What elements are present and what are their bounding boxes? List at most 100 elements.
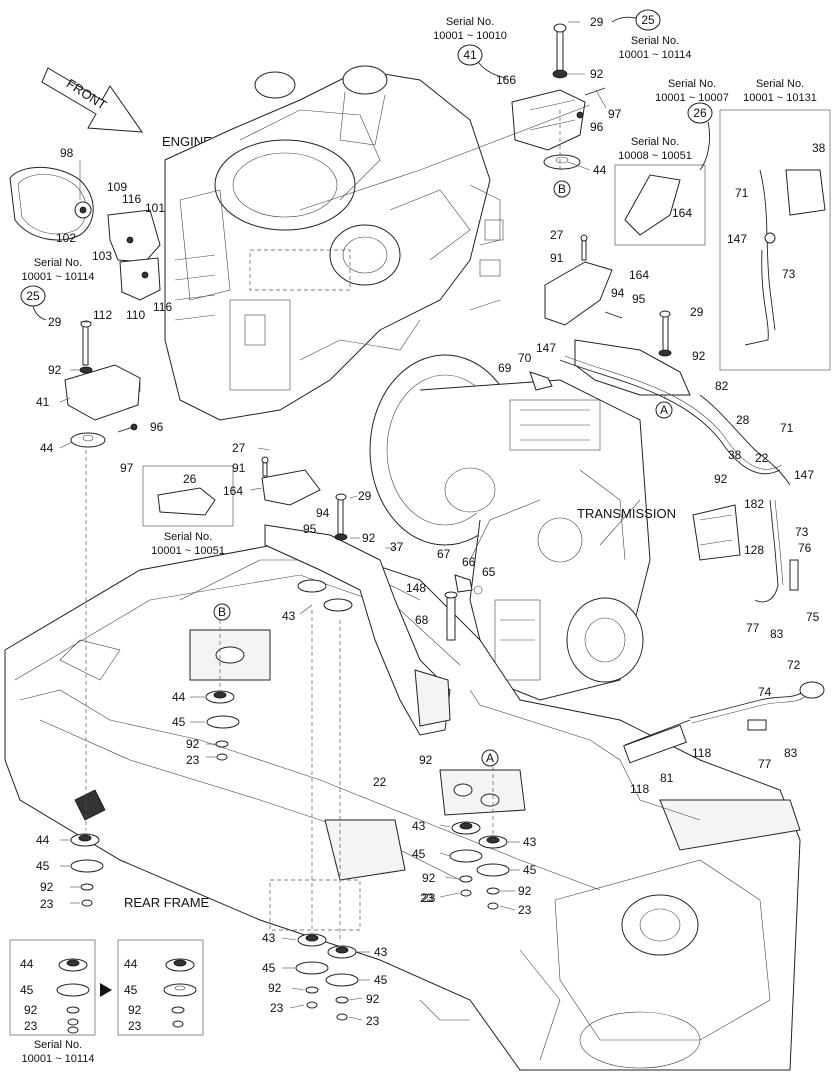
serial-note-3: Serial No. 10001 ~ 10007 <box>655 78 729 104</box>
callout: 116 <box>122 192 141 206</box>
callout: 103 <box>92 249 112 263</box>
callout: 95 <box>303 522 317 536</box>
callout: 164 <box>672 206 692 220</box>
ref-circle-41: 41 <box>457 44 507 79</box>
callout: 44 <box>172 690 186 704</box>
callout: 70 <box>518 351 532 365</box>
callout: 74 <box>758 685 772 699</box>
engine-drawing <box>164 65 504 421</box>
callout: 23 <box>366 1014 380 1028</box>
callout: 92 <box>366 992 380 1006</box>
callout: 148 <box>406 581 426 595</box>
callout: 128 <box>744 543 764 557</box>
callout: 23 <box>270 1001 284 1015</box>
arrow-icon <box>100 983 112 997</box>
callout: 83 <box>784 746 798 760</box>
svg-text:25: 25 <box>26 289 40 303</box>
callout: 112 <box>93 308 112 322</box>
callout: 92 <box>692 349 706 363</box>
leader-lines <box>85 104 666 940</box>
callout: 45 <box>124 983 138 997</box>
callout: 22 <box>755 451 769 465</box>
callout: 164 <box>223 484 243 498</box>
callout: 45 <box>20 983 34 997</box>
breather-pipe <box>623 681 825 764</box>
callout-leaders <box>59 21 607 1021</box>
callout: 23 <box>186 753 200 767</box>
callout: 92 <box>268 981 282 995</box>
callout: 109 <box>107 180 127 194</box>
svg-text:Serial No.: Serial No. <box>164 531 212 543</box>
callout: 45 <box>262 961 276 975</box>
callout: 147 <box>727 232 747 246</box>
callout: 81 <box>660 771 674 785</box>
callout: 92 <box>40 880 54 894</box>
callout: 118 <box>630 782 649 796</box>
callout: 44 <box>593 163 607 177</box>
isolator-stack-left <box>70 690 240 907</box>
inset-new-stack <box>117 939 204 1036</box>
callout: 38 <box>812 141 826 155</box>
svg-text:B: B <box>558 182 566 196</box>
callout: 166 <box>496 73 516 87</box>
callout: 69 <box>498 361 512 375</box>
serial-note-4: Serial No. 10001 ~ 10131 <box>743 78 817 104</box>
callout: 29 <box>690 305 704 319</box>
callout: 45 <box>172 715 186 729</box>
callout: 45 <box>412 847 426 861</box>
engine-mount-left <box>64 320 141 448</box>
callout: 27 <box>550 228 564 242</box>
view-marker-b-top: B <box>553 180 571 198</box>
view-marker-b-frame: B <box>213 603 231 621</box>
transmission-drawing <box>369 354 651 701</box>
callout: 77 <box>746 621 760 635</box>
isolator-stack-center <box>449 821 510 910</box>
svg-text:B: B <box>218 605 226 619</box>
svg-text:41: 41 <box>463 48 477 62</box>
callout: 43 <box>262 931 276 945</box>
callout: 27 <box>232 441 246 455</box>
callout: 45 <box>36 859 50 873</box>
svg-text:A: A <box>486 751 494 765</box>
svg-text:10008 ~ 10051: 10008 ~ 10051 <box>618 150 692 162</box>
callout: 45 <box>374 973 388 987</box>
callout: 23 <box>128 1019 142 1033</box>
callout: 43 <box>282 609 296 623</box>
svg-text:Serial No.: Serial No. <box>631 136 679 148</box>
callout: 66 <box>462 555 476 569</box>
svg-text:A: A <box>660 403 668 417</box>
mount-26-inset <box>142 465 234 527</box>
tall-mount-bracket <box>261 456 451 736</box>
callout: 68 <box>415 613 429 627</box>
callout: 37 <box>390 540 404 554</box>
callout: 44 <box>124 957 138 971</box>
callout: 72 <box>787 658 801 672</box>
callout: 92 <box>590 67 604 81</box>
callout: 44 <box>40 441 54 455</box>
front-arrow: FRONT <box>41 67 144 133</box>
callout: 23 <box>420 891 434 905</box>
callout: 23 <box>40 897 54 911</box>
callout: 97 <box>120 461 134 475</box>
transmission-label: TRANSMISSION <box>577 506 676 521</box>
callout: 92 <box>128 1003 142 1017</box>
callout: 44 <box>20 957 34 971</box>
callout: 22 <box>373 775 387 789</box>
callout: 23 <box>518 903 532 917</box>
callout: 94 <box>611 286 625 300</box>
svg-text:Serial No.: Serial No. <box>756 78 804 90</box>
svg-text:10001 ~ 10114: 10001 ~ 10114 <box>619 49 692 61</box>
callout: 164 <box>629 268 649 282</box>
callout: 147 <box>536 341 556 355</box>
svg-text:Serial No.: Serial No. <box>631 35 679 47</box>
callout: 28 <box>736 413 750 427</box>
serial-note-1: Serial No. 10001 ~ 10010 <box>433 16 507 42</box>
callout: 71 <box>735 186 749 200</box>
callout: 182 <box>744 497 764 511</box>
callout: 92 <box>714 472 728 486</box>
callout: 92 <box>422 871 436 885</box>
callout: 91 <box>550 251 564 265</box>
callout: 92 <box>419 753 433 767</box>
callout: 91 <box>232 461 246 475</box>
